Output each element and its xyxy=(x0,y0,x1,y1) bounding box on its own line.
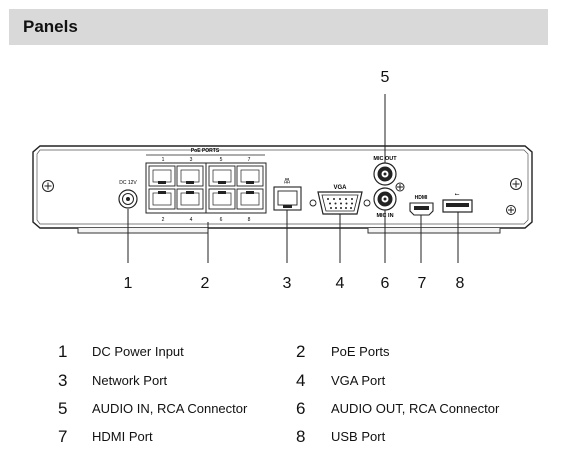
vga-pin xyxy=(340,202,342,205)
vga-pin xyxy=(350,207,352,209)
callout-8: 8 xyxy=(456,275,465,292)
callout-7: 7 xyxy=(418,275,427,292)
section-header: Panels xyxy=(9,9,548,45)
callout-6: 6 xyxy=(381,275,390,292)
callout-2: 2 xyxy=(201,275,210,292)
poe-num-5: 5 xyxy=(220,157,223,163)
svg-text:品: 品 xyxy=(284,178,290,185)
legend-num-2: 2 xyxy=(296,342,306,361)
legend-num-5: 5 xyxy=(58,399,68,418)
callout-5: 5 xyxy=(381,69,390,86)
poe-jack xyxy=(148,188,176,210)
vga-pin xyxy=(327,198,329,200)
hdmi-label: HDMI xyxy=(415,195,428,201)
poe-num-8: 8 xyxy=(248,217,251,223)
legend-text-1: DC Power Input xyxy=(92,344,184,359)
legend-num-4: 4 xyxy=(296,371,306,390)
poe-jack xyxy=(176,188,204,210)
vga-pin xyxy=(330,207,332,209)
vga-pin xyxy=(345,198,347,200)
poe-jack xyxy=(208,188,236,210)
vga-pin xyxy=(333,198,335,200)
poe-jack xyxy=(236,188,264,210)
vga-pin xyxy=(339,198,341,200)
usb-port: ⭠ xyxy=(442,191,473,213)
legend-num-3: 3 xyxy=(58,371,68,390)
legend-num-6: 6 xyxy=(296,399,306,418)
vga-pin xyxy=(345,207,347,209)
legend-text-4: VGA Port xyxy=(331,373,386,388)
poe-label: PoE PORTS xyxy=(191,148,220,154)
dc-power-connector: DC 12V xyxy=(118,180,138,209)
legend-text-5: AUDIO IN, RCA Connector xyxy=(92,401,248,416)
right-screw-icon xyxy=(510,178,522,190)
hdmi-port: HDMI xyxy=(409,195,434,216)
poe-num-6: 6 xyxy=(220,217,223,223)
legend-text-3: Network Port xyxy=(92,373,168,388)
poe-num-2: 2 xyxy=(162,217,165,223)
vga-pin xyxy=(329,202,331,205)
callout-numbers: 1 2 3 4 5 6 7 8 xyxy=(124,69,465,292)
poe-jack xyxy=(236,165,264,187)
poe-jack xyxy=(148,165,176,187)
vga-pin xyxy=(340,207,342,209)
poe-num-4: 4 xyxy=(190,217,193,223)
legend-text-2: PoE Ports xyxy=(331,344,390,359)
legend-num-7: 7 xyxy=(58,427,68,446)
section-title: Panels xyxy=(23,17,78,36)
vga-pin xyxy=(345,202,348,205)
vga-pin xyxy=(351,202,353,205)
callout-1: 1 xyxy=(124,275,133,292)
dc-label: DC 12V xyxy=(119,180,137,186)
legend-text-6: AUDIO OUT, RCA Connector xyxy=(331,401,500,416)
ground-screw-icon xyxy=(506,205,516,215)
vga-port: VGA xyxy=(309,185,371,215)
callout-4: 4 xyxy=(336,275,345,292)
poe-jack xyxy=(176,165,204,187)
legend-text-8: USB Port xyxy=(331,429,386,444)
vga-pin xyxy=(351,198,353,200)
poe-num-1: 1 xyxy=(162,157,165,163)
callout-3: 3 xyxy=(283,275,292,292)
legend-text-7: HDMI Port xyxy=(92,429,153,444)
callout-leaders xyxy=(127,94,459,263)
usb-icon: ⭠ xyxy=(455,191,460,198)
vga-pin xyxy=(334,202,337,205)
poe-num-7: 7 xyxy=(248,157,251,163)
left-screw-icon xyxy=(42,180,54,192)
vga-pin xyxy=(335,207,337,209)
vga-label: VGA xyxy=(333,185,347,191)
poe-ports-block: PoE PORTS 1 3 5 7 2 4 6 8 xyxy=(145,148,267,223)
legend-num-8: 8 xyxy=(296,427,306,446)
poe-jack xyxy=(208,165,236,187)
legend-num-1: 1 xyxy=(58,342,68,361)
poe-num-3: 3 xyxy=(190,157,193,163)
